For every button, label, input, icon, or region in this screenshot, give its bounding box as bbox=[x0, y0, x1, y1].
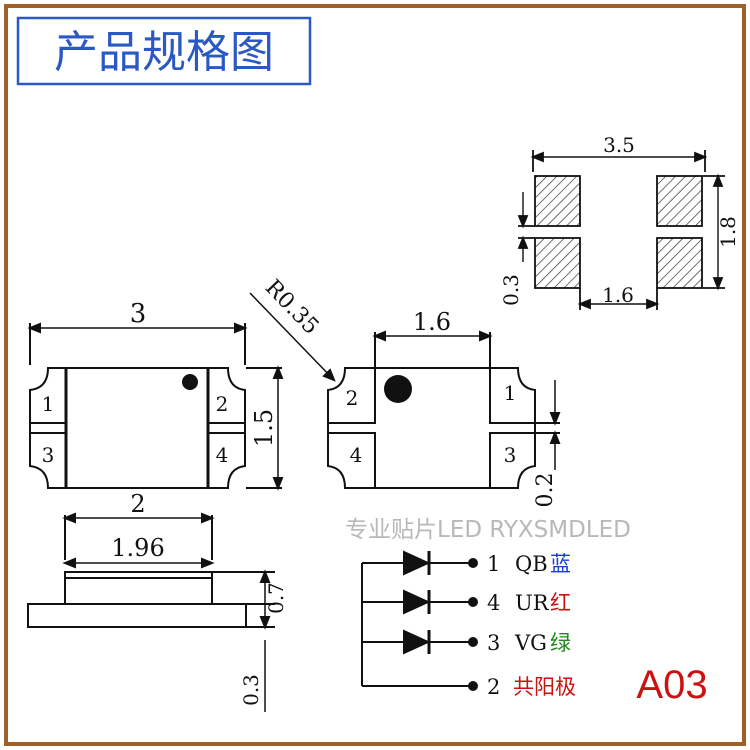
front-view bbox=[27, 322, 284, 491]
watermark: 专业贴片LED RYXSMDLED bbox=[345, 517, 631, 543]
pin-color-name: 红 bbox=[550, 591, 571, 615]
pin-color-name: 绿 bbox=[550, 631, 571, 655]
back-gap-label: 0.2 bbox=[533, 473, 558, 508]
front-pad-3: 3 bbox=[42, 443, 55, 467]
model-code: A03 bbox=[636, 663, 707, 707]
footprint-width-label: 3.5 bbox=[603, 133, 635, 157]
side-base-height-label: 0.3 bbox=[239, 674, 263, 706]
footprint-height-label: 1.8 bbox=[716, 216, 740, 248]
back-pad-2: 2 bbox=[346, 386, 359, 410]
schematic-row-green: 3 VG 绿 bbox=[487, 631, 571, 655]
back-pad-3: 3 bbox=[504, 443, 517, 467]
footprint-pad-gap-label: 1.6 bbox=[602, 283, 634, 307]
back-pad-1: 1 bbox=[504, 381, 517, 405]
side-view bbox=[27, 512, 275, 712]
schematic-row-blue: 1 QB 蓝 bbox=[487, 552, 571, 576]
side-inner-width-label: 1.96 bbox=[111, 534, 164, 562]
side-body-height-label: 0.7 bbox=[264, 582, 288, 614]
pin-number: 4 bbox=[487, 591, 500, 615]
title-box bbox=[16, 16, 312, 86]
back-pad-width-label: 1.6 bbox=[413, 308, 451, 336]
pin-number: 2 bbox=[487, 675, 500, 699]
common-anode-label: 共阳极 bbox=[513, 675, 576, 699]
page-title: 产品规格图 bbox=[54, 27, 274, 78]
footprint bbox=[517, 150, 725, 310]
pin-number: 3 bbox=[487, 631, 500, 655]
pin-schematic bbox=[361, 550, 478, 691]
front-width-label: 3 bbox=[130, 299, 147, 329]
back-view bbox=[249, 292, 561, 489]
pin-code: VG bbox=[514, 631, 547, 655]
pin-number: 1 bbox=[487, 552, 500, 576]
pin-code: QB bbox=[515, 552, 548, 576]
front-pad-4: 4 bbox=[216, 443, 229, 467]
footprint-pad-height-label: 0.3 bbox=[499, 274, 523, 306]
outer-border bbox=[4, 4, 746, 746]
pin-code: UR bbox=[515, 591, 550, 615]
pin-color-name: 蓝 bbox=[550, 552, 571, 576]
back-pad-4: 4 bbox=[350, 443, 363, 467]
front-pad-2: 2 bbox=[216, 392, 229, 416]
side-top-width-label: 2 bbox=[130, 490, 145, 518]
schematic-row-common: 2 共阳极 bbox=[487, 675, 576, 699]
front-pad-1: 1 bbox=[42, 392, 55, 416]
back-radius-label: R0.35 bbox=[260, 275, 324, 340]
schematic-row-red: 4 UR 红 bbox=[487, 591, 571, 615]
front-height-label: 1.5 bbox=[250, 409, 278, 447]
